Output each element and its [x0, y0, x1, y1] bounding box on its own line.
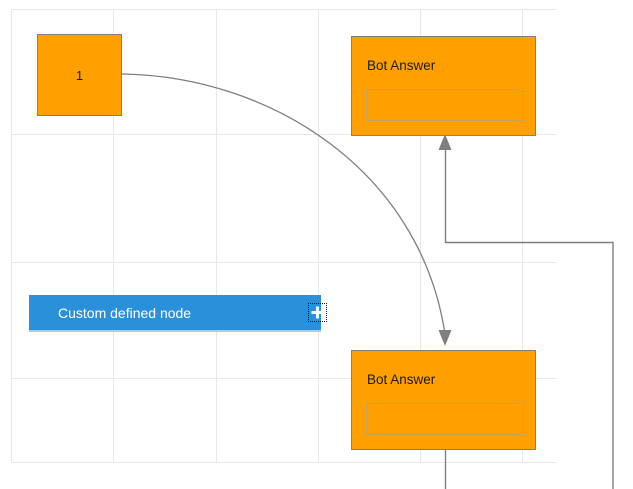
- custom-defined-node-button[interactable]: Custom defined node: [29, 295, 327, 330]
- connector-start-to-bot-bottom[interactable]: [121, 73, 452, 346]
- node-index-label: 1: [75, 67, 84, 83]
- plus-icon[interactable]: [308, 303, 327, 322]
- node-bot-answer-top[interactable]: Bot Answer: [351, 36, 536, 136]
- node-title: Bot Answer: [367, 372, 436, 387]
- node-start[interactable]: 1: [37, 34, 122, 116]
- node-title: Bot Answer: [367, 58, 436, 73]
- node-answer-slot[interactable]: [366, 403, 524, 435]
- custom-defined-node-label: Custom defined node: [58, 304, 192, 321]
- node-bot-answer-bottom[interactable]: Bot Answer: [351, 350, 536, 450]
- node-answer-slot[interactable]: [366, 89, 524, 121]
- connector-loopback-to-bot-top[interactable]: [438, 134, 614, 489]
